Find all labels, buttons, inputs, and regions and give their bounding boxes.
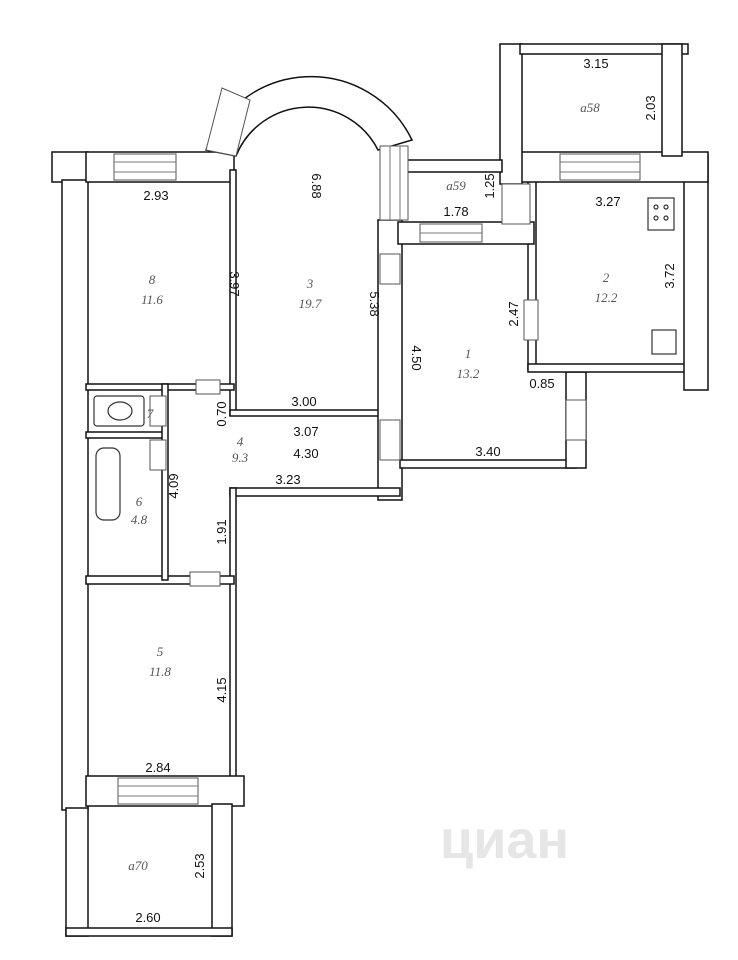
wall-bottom-room1 xyxy=(399,459,577,469)
window-arch xyxy=(205,87,251,157)
wall-bottom-room3 xyxy=(229,409,381,417)
room-4-number: 4 xyxy=(237,434,244,449)
room-8-area: 11.6 xyxy=(141,292,163,307)
balcony-a59-label: а59 xyxy=(446,178,466,193)
dim-340: 3.40 xyxy=(475,444,500,459)
dim-260: 2.60 xyxy=(135,910,160,925)
sink-icon xyxy=(651,329,677,355)
dim-307: 3.07 xyxy=(293,424,318,439)
room-1-area: 13.2 xyxy=(457,366,480,381)
dim-085: 0.85 xyxy=(529,376,554,391)
dim-397: 3.97 xyxy=(227,271,242,296)
room-8-number: 8 xyxy=(149,272,156,287)
dim-191: 1.91 xyxy=(214,519,229,544)
room-6-area: 4.8 xyxy=(131,512,148,527)
room-2-area: 12.2 xyxy=(595,290,618,305)
door-room8 xyxy=(195,379,221,395)
bathtub-icon xyxy=(95,447,121,521)
window-room3 xyxy=(379,145,409,221)
room-1-number: 1 xyxy=(465,346,472,361)
wall-a70-right xyxy=(211,803,233,937)
room-6-number: 6 xyxy=(136,494,143,509)
door-bath xyxy=(149,439,167,471)
balcony-a58-label: а58 xyxy=(580,100,600,115)
dim-538: 5.38 xyxy=(367,291,382,316)
room-3-number: 3 xyxy=(306,276,314,291)
door-room3-1 xyxy=(379,253,401,285)
room-2-number: 2 xyxy=(603,270,610,285)
dim-293: 2.93 xyxy=(143,188,168,203)
dim-253: 2.53 xyxy=(192,853,207,878)
dim-247: 2.47 xyxy=(506,301,521,326)
wall-a58-right xyxy=(661,43,683,157)
dim-409: 4.09 xyxy=(166,473,181,498)
wall-left-exterior xyxy=(61,179,89,811)
wall-bath-corridor xyxy=(161,383,169,581)
room-5-area: 11.8 xyxy=(149,664,171,679)
dim-372: 3.72 xyxy=(662,263,677,288)
wall-7-6 xyxy=(85,431,167,439)
dim-415: 4.15 xyxy=(214,677,229,702)
wall-a70-bottom xyxy=(65,927,233,937)
room-labels: 1 13.2 2 12.2 3 19.7 4 9.3 5 11.8 6 4.8 … xyxy=(128,100,618,873)
stove-icon xyxy=(647,197,675,231)
door-room2-a59 xyxy=(501,183,531,225)
toilet-icon xyxy=(93,395,145,427)
door-wc xyxy=(149,395,167,427)
dim-284: 2.84 xyxy=(145,760,170,775)
wall-right-room5 xyxy=(229,487,237,789)
wall-a59-top xyxy=(397,159,503,173)
room-7-number: 7 xyxy=(147,406,154,421)
wall-arch-room3 xyxy=(204,75,414,157)
wall-bottom-room2 xyxy=(527,363,689,373)
room-4-area: 9.3 xyxy=(232,450,249,465)
dim-300: 3.00 xyxy=(291,394,316,409)
door-entrance xyxy=(565,399,587,441)
wall-corridor-bottom xyxy=(229,487,401,497)
balcony-a70-label: а70 xyxy=(128,858,148,873)
room-3-area: 19.7 xyxy=(299,296,322,311)
dim-323: 3.23 xyxy=(275,472,300,487)
dim-178: 1.78 xyxy=(443,204,468,219)
door-room5 xyxy=(189,571,221,587)
door-room1 xyxy=(379,419,401,461)
window-room5 xyxy=(117,777,199,805)
dim-125: 1.25 xyxy=(482,173,497,198)
wall-left-balcony xyxy=(65,807,89,937)
wall-8-7 xyxy=(85,383,235,391)
wall-top-left xyxy=(51,151,89,183)
dimension-labels: 3.15 2.03 3.27 3.72 2.47 0.85 1.25 1.78 … xyxy=(135,56,677,925)
room-5-number: 5 xyxy=(157,644,164,659)
window-room8 xyxy=(113,153,177,181)
wall-a58-top xyxy=(519,43,689,55)
dim-070: 0.70 xyxy=(214,401,229,426)
dim-315: 3.15 xyxy=(583,56,608,71)
walls xyxy=(51,43,709,937)
watermark: циан xyxy=(440,810,569,870)
openings xyxy=(113,87,641,805)
dim-203: 2.03 xyxy=(643,95,658,120)
wall-a58-left xyxy=(499,43,523,185)
dim-430: 4.30 xyxy=(293,446,318,461)
fixtures xyxy=(93,197,677,521)
wall-right-room2 xyxy=(683,154,709,391)
dim-688: 6.88 xyxy=(309,173,324,198)
dim-327: 3.27 xyxy=(595,194,620,209)
wall-5-6 xyxy=(85,575,235,585)
door-room2 xyxy=(523,299,539,341)
window-room2 xyxy=(559,153,641,181)
dim-450: 4.50 xyxy=(409,345,424,370)
